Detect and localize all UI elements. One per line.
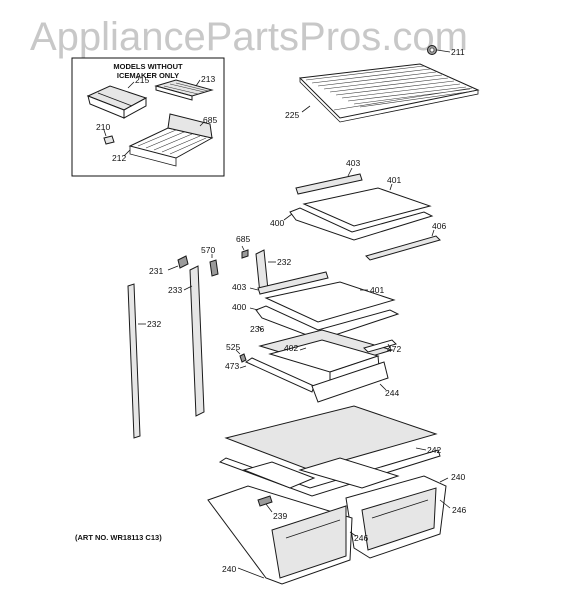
callout-212: 212 xyxy=(112,153,126,163)
part-472-slide xyxy=(363,339,397,353)
callout-225: 225 xyxy=(285,110,299,120)
callout-213: 213 xyxy=(201,74,215,84)
callout-236: 236 xyxy=(250,324,264,334)
callout-244: 244 xyxy=(385,388,399,398)
part-685-screw xyxy=(241,249,249,259)
callout-231: 231 xyxy=(149,266,163,276)
part-211-knob: 211 xyxy=(427,45,465,57)
crisper-drawers: 240 246 239 246 240 xyxy=(207,472,466,585)
icemaker-inset: MODELS WITHOUT ICEMAKER ONLY xyxy=(71,57,225,177)
part-401-top-glass xyxy=(302,187,432,227)
callout-403-mid: 403 xyxy=(232,282,246,292)
part-400-top-frame xyxy=(289,207,434,241)
callout-473: 473 xyxy=(225,361,239,371)
callout-401-mid: 401 xyxy=(370,285,384,295)
callout-472: 472 xyxy=(387,344,401,354)
callout-210: 210 xyxy=(96,122,110,132)
callout-239: 239 xyxy=(273,511,287,521)
callout-570: 570 xyxy=(201,245,215,255)
part-403-top-trim xyxy=(295,173,363,195)
part-225-wire-shelf: 225 xyxy=(285,63,480,123)
inset-title-line2: ICEMAKER ONLY xyxy=(117,71,179,80)
callout-400-top: 400 xyxy=(270,218,284,228)
part-244-drawer xyxy=(311,361,389,403)
watermark-text: AppliancePartsPros.com xyxy=(30,15,468,59)
upper-shelf-assembly: 403 401 400 406 xyxy=(270,158,446,261)
art-number: (ART NO. WR18113 C13) xyxy=(75,533,162,542)
part-210-clip xyxy=(103,135,115,145)
part-401-mid-glass xyxy=(264,281,396,323)
callout-233: 233 xyxy=(168,285,182,295)
part-403-mid-trim xyxy=(257,271,329,295)
callout-211: 211 xyxy=(451,47,465,57)
callout-215: 215 xyxy=(135,75,149,85)
part-231-support xyxy=(177,255,189,269)
callout-406: 406 xyxy=(432,221,446,231)
inset-title-line1: MODELS WITHOUT xyxy=(113,62,183,71)
callout-246-right: 246 xyxy=(452,505,466,515)
callout-242: 242 xyxy=(427,445,441,455)
callout-685-inset: 685 xyxy=(203,115,217,125)
callout-402: 402 xyxy=(284,343,298,353)
callout-240-right: 240 xyxy=(451,472,465,482)
meat-pan-assembly: 236 402 472 473 525 244 xyxy=(225,324,401,403)
callout-400-mid: 400 xyxy=(232,302,246,312)
inset-frame xyxy=(71,57,225,177)
part-525-screw xyxy=(239,353,247,363)
callout-240-left: 240 xyxy=(222,564,236,574)
callout-525: 525 xyxy=(226,342,240,352)
part-242-glass xyxy=(224,405,438,471)
part-570-clip xyxy=(209,259,219,277)
part-406-rear-trim xyxy=(365,235,441,261)
callout-232-mid: 232 xyxy=(277,257,291,267)
part-239-slide xyxy=(257,495,273,507)
callout-401-top: 401 xyxy=(387,175,401,185)
part-233-rail xyxy=(189,265,205,417)
part-213-ice-tray xyxy=(154,79,214,101)
callout-685: 685 xyxy=(236,234,250,244)
bracket-parts: 685 232 570 231 233 232 xyxy=(127,234,291,439)
callout-246-mid: 246 xyxy=(354,533,368,543)
crisper-cover-assembly: 242 xyxy=(218,405,441,497)
callout-403-top: 403 xyxy=(346,158,360,168)
callout-232-left: 232 xyxy=(147,319,161,329)
part-232-rail-left xyxy=(127,283,141,439)
part-215-ice-bucket xyxy=(86,85,148,119)
